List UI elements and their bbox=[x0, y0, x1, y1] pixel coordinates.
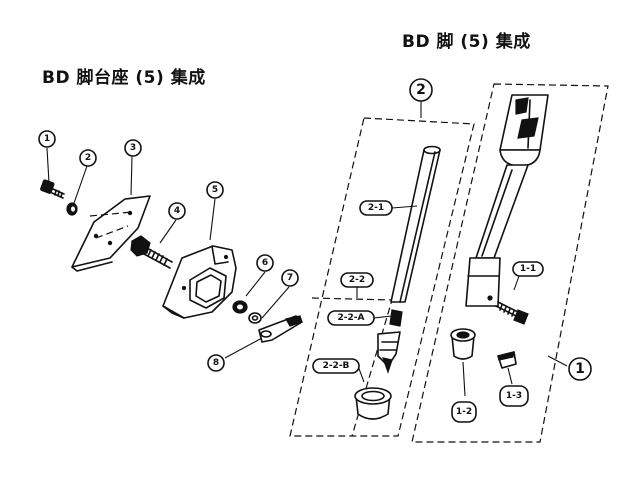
svg-text:2-2-B: 2-2-B bbox=[323, 361, 350, 371]
part-screw bbox=[495, 301, 529, 325]
assembly-2-boundary bbox=[289, 117, 475, 437]
callout-6: 6 bbox=[256, 254, 274, 272]
callout-assembly-2: 2 bbox=[409, 78, 433, 102]
svg-text:1: 1 bbox=[44, 134, 50, 144]
part-leg-body bbox=[465, 94, 549, 307]
part-spring-washer bbox=[66, 202, 78, 216]
assembly-1-boundary bbox=[411, 83, 609, 443]
part-bushing bbox=[450, 328, 476, 360]
part-foot-spike bbox=[377, 309, 403, 374]
part-nut bbox=[232, 300, 248, 314]
leader-lines-left bbox=[46, 147, 290, 359]
part-leg-tube bbox=[390, 145, 441, 303]
svg-text:2-2: 2-2 bbox=[349, 275, 365, 285]
svg-text:8: 8 bbox=[213, 358, 219, 368]
callout-5: 5 bbox=[206, 181, 224, 199]
callout-7: 7 bbox=[281, 269, 299, 287]
part-long-bolt bbox=[130, 235, 173, 269]
leader-lines-assembly-1 bbox=[462, 275, 568, 397]
svg-text:5: 5 bbox=[212, 185, 218, 195]
svg-text:1: 1 bbox=[575, 361, 585, 377]
leg-base-assembly-title: BD 脚台座 (5) 集成 bbox=[42, 68, 206, 88]
callout-2-2: 2-2 bbox=[340, 272, 374, 288]
callout-2: 2 bbox=[79, 149, 97, 167]
svg-text:4: 4 bbox=[174, 206, 180, 216]
svg-text:2-1: 2-1 bbox=[368, 203, 384, 213]
svg-text:3: 3 bbox=[130, 143, 136, 153]
callout-1-3: 1-3 bbox=[499, 385, 529, 407]
leg-assembly-title: BD 脚 (5) 集成 bbox=[402, 32, 531, 52]
callout-assembly-1: 1 bbox=[568, 357, 592, 381]
part-bolt-small bbox=[40, 179, 65, 199]
svg-text:1-1: 1-1 bbox=[520, 264, 536, 274]
svg-text:1-2: 1-2 bbox=[456, 407, 472, 417]
svg-text:2: 2 bbox=[416, 82, 426, 98]
callout-2-1: 2-1 bbox=[359, 200, 393, 216]
callout-2-2-B: 2-2-B bbox=[312, 358, 360, 374]
callout-1-1: 1-1 bbox=[512, 261, 544, 277]
callout-8: 8 bbox=[207, 354, 225, 372]
part-mounting-plate bbox=[71, 195, 151, 272]
svg-text:1-3: 1-3 bbox=[506, 391, 522, 401]
part-base-housing bbox=[162, 245, 237, 319]
callout-1: 1 bbox=[38, 130, 56, 148]
callout-4: 4 bbox=[168, 202, 186, 220]
part-rubber-foot bbox=[354, 387, 392, 420]
svg-text:2-2-A: 2-2-A bbox=[338, 313, 365, 323]
part-washer bbox=[248, 312, 262, 324]
part-clip bbox=[497, 351, 517, 369]
part-lever bbox=[258, 315, 303, 343]
svg-text:7: 7 bbox=[287, 273, 293, 283]
svg-text:6: 6 bbox=[262, 258, 268, 268]
callout-1-2: 1-2 bbox=[451, 401, 477, 423]
callout-3: 3 bbox=[124, 139, 142, 157]
svg-text:2: 2 bbox=[85, 153, 91, 163]
callout-2-2-A: 2-2-A bbox=[327, 310, 375, 326]
